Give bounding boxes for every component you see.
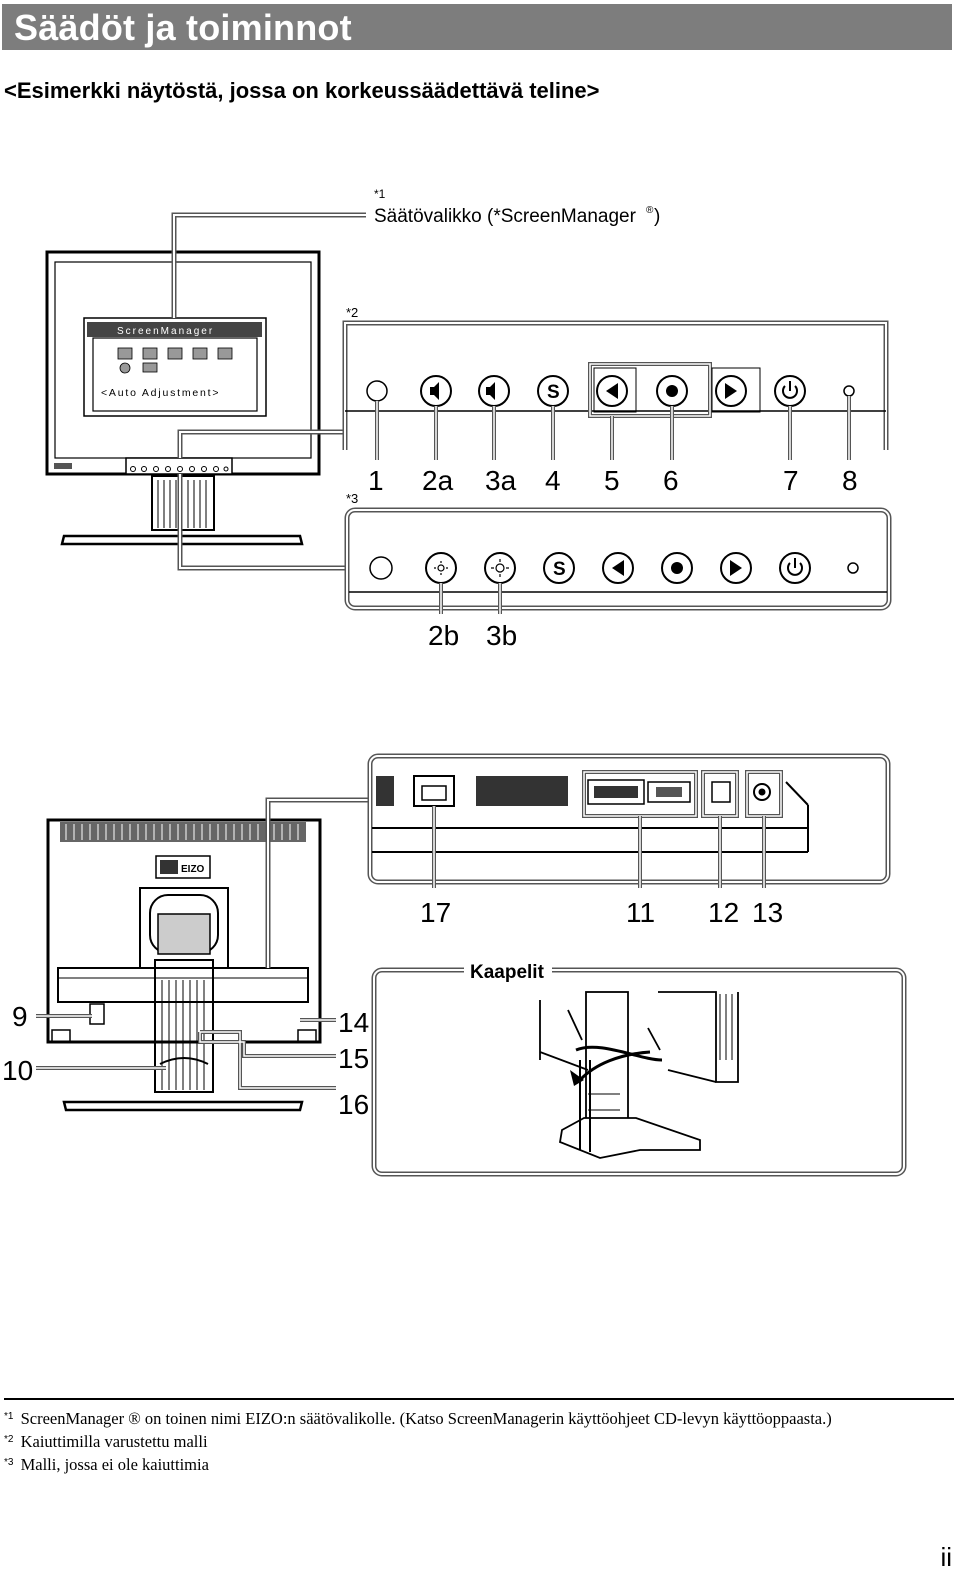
osd-auto-adjustment: <Auto Adjustment> <box>101 387 220 399</box>
label-4: 4 <box>545 465 561 496</box>
footnote-2: *2 Kaiuttimilla varustettu malli <box>4 1432 208 1451</box>
label-8: 8 <box>842 465 858 496</box>
label-12: 12 <box>708 897 739 928</box>
monitor-diagram: ScreenManager <Auto Adjustment> *1 Säätö… <box>2 187 907 1177</box>
page-number: ii <box>940 1542 952 1572</box>
label-5: 5 <box>604 465 620 496</box>
menu-leader <box>171 212 366 318</box>
label-13: 13 <box>752 897 783 928</box>
label-7: 7 <box>783 465 799 496</box>
menu-marker: *1 <box>374 187 386 201</box>
label-2a: 2a <box>422 465 454 496</box>
rear-monitor <box>46 818 322 1112</box>
label-15: 15 <box>338 1043 369 1074</box>
label-10: 10 <box>2 1055 33 1086</box>
page-title: Säädöt ja toiminnot <box>14 7 352 48</box>
label-3a: 3a <box>485 465 517 496</box>
menu-close: ) <box>654 206 660 227</box>
label-11: 11 <box>626 897 655 928</box>
osd-title: ScreenManager <box>117 326 214 337</box>
connector-panel <box>367 753 891 885</box>
label-1: 1 <box>368 465 384 496</box>
nospeaker-button-panel <box>344 507 892 611</box>
label-14: 14 <box>338 1007 369 1038</box>
page-subtitle: <Esimerkki näytöstä, jossa on korkeussää… <box>4 78 600 103</box>
footnote-3: *3 Malli, jossa ei ole kaiuttimia <box>4 1455 209 1474</box>
cables-label: Kaapelit <box>470 962 545 983</box>
front-monitor <box>45 250 321 546</box>
speaker-model-marker: *2 <box>346 305 358 320</box>
rear-brand-logo: EIZO <box>181 864 205 875</box>
svg-text:S: S <box>553 559 566 580</box>
svg-text:S: S <box>547 382 560 403</box>
label-2b: 2b <box>428 620 459 651</box>
label-6: 6 <box>663 465 679 496</box>
label-16: 16 <box>338 1089 369 1120</box>
label-3b: 3b <box>486 620 517 651</box>
menu-reg: ® <box>646 205 654 216</box>
cables-panel <box>371 958 907 1177</box>
footnote-1: *1 ScreenManager ® on toinen nimi EIZO:n… <box>4 1409 832 1428</box>
title-bar: Säädöt ja toiminnot <box>2 4 952 50</box>
footnotes: *1 ScreenManager ® on toinen nimi EIZO:n… <box>4 1398 954 1475</box>
label-17: 17 <box>420 897 451 928</box>
nospeaker-model-marker: *3 <box>346 491 358 506</box>
menu-label: Säätövalikko (*ScreenManager <box>374 206 637 227</box>
label-9: 9 <box>12 1001 28 1032</box>
